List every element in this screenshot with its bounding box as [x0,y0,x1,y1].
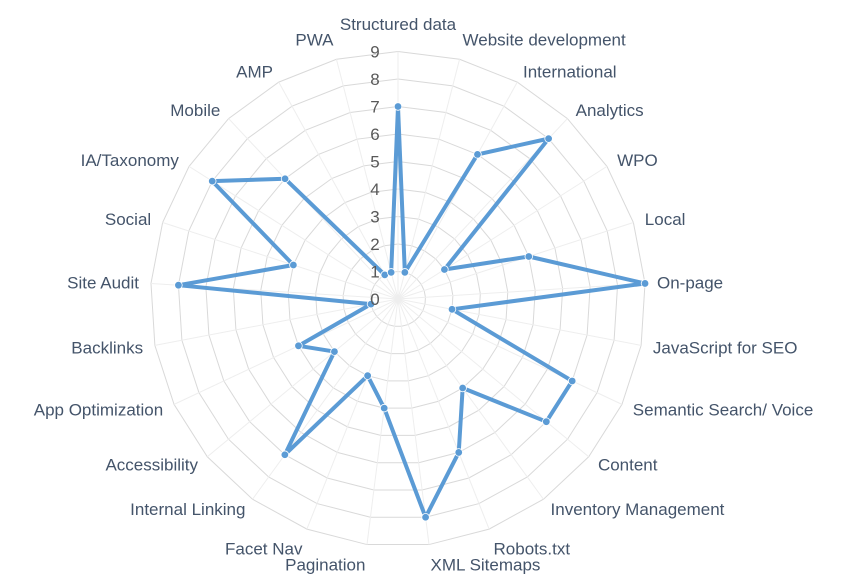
category-label: Local [645,210,686,229]
data-point [473,150,482,159]
grid-spoke [188,165,399,300]
category-label: Social [105,210,151,229]
grid-spoke [206,298,399,458]
data-point [208,176,217,186]
tick-label: 1 [370,263,379,282]
grid-spoke [397,59,461,300]
grid-spoke [306,298,399,530]
category-label: Site Audit [67,274,139,293]
category-label: Content [598,455,658,474]
tick-label: 9 [370,43,379,62]
data-point [280,450,290,459]
category-label: AMP [236,63,273,82]
grid-ring [260,160,536,436]
grid-spoke [154,298,399,346]
grid-spoke [397,81,518,300]
category-label: International [523,63,617,82]
category-label: App Optimization [34,400,163,419]
data-point [458,383,467,393]
data-point [294,341,303,351]
data-point [447,305,457,314]
data-point [280,174,290,183]
category-label: Mobile [170,101,220,120]
category-label: Robots.txt [494,539,571,558]
tick-label: 7 [370,98,379,117]
grid-spoke [278,81,399,300]
tick-label: 6 [370,125,379,144]
series-line [176,104,648,520]
category-label: IA/Taxonomy [81,151,180,170]
grid-ring [315,215,481,382]
category-label: Accessibility [105,455,198,474]
data-point [366,299,376,309]
data-point [421,513,430,522]
data-point [542,417,551,426]
tick-label: 4 [370,180,379,199]
grid-ring [287,188,509,409]
grid-spoke [397,298,430,545]
tick-label: 3 [370,208,379,227]
data-point [380,403,389,413]
data-point [174,280,183,290]
category-label: JavaScript for SEO [653,339,798,358]
grid-ring [232,133,564,464]
series [174,102,650,522]
tick-label: 0 [370,290,379,309]
category-label: PWA [295,31,334,50]
data-point [363,371,372,380]
grid-ring [177,78,619,518]
tick-label: 5 [370,153,379,172]
data-point [440,265,449,274]
category-label: XML Sitemaps [431,555,541,574]
data-point [289,260,298,270]
grid-spoke [397,282,646,300]
category-label: Semantic Search/ Voice [633,400,813,419]
grid-spoke [173,298,399,405]
data-point [330,347,339,356]
grid-spoke [162,222,399,300]
grid-spoke [397,298,544,500]
category-label: WPO [617,151,658,170]
data-point [640,279,650,288]
grid-spoke [228,118,399,300]
category-label: Backlinks [71,339,143,358]
data-point [524,252,533,261]
data-point [393,102,403,111]
category-label: Structured data [340,15,457,34]
grid-spoke [397,222,634,300]
data-point [400,268,410,277]
category-label: Analytics [576,101,644,120]
grid-spoke [397,298,490,530]
data-point [544,134,553,143]
tick-labels: 0 1 2 3 4 5 6 7 8 9 [370,43,379,310]
tick-label: 8 [370,70,379,89]
grid-ring [150,50,646,546]
data-point [454,448,463,457]
tick-label: 2 [370,235,379,254]
category-label: Website development [463,31,626,50]
grid-spoke [397,165,608,300]
grid-spoke [252,298,399,500]
grid-spoke [366,298,399,545]
category-label: Facet Nav [225,539,303,558]
grid-spoke [335,59,399,300]
data-point [567,376,577,386]
grid-spoke [397,298,642,346]
grid [150,50,646,546]
grid-spoke [397,298,590,458]
category-label: Inventory Management [551,500,725,519]
grid-spoke [397,298,623,405]
grid-ring [370,270,426,327]
category-label: Internal Linking [130,500,245,519]
category-label: On-page [657,274,723,293]
data-point [386,268,396,277]
category-label: Pagination [285,555,365,574]
